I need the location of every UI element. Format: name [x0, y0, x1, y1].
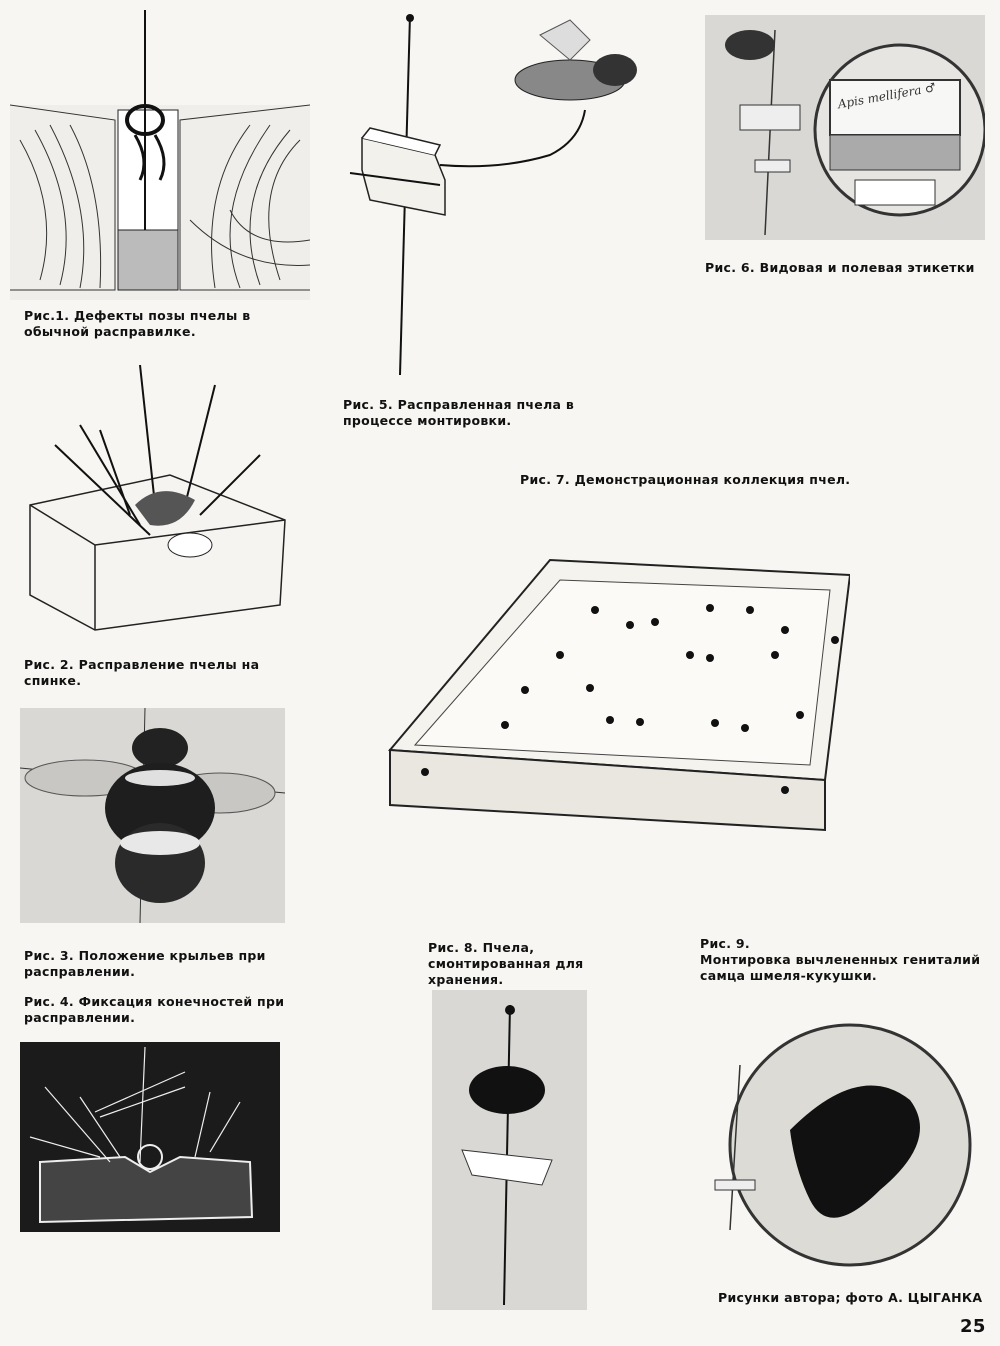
figure-8-drawing — [461, 1004, 553, 1306]
figure-9-photo — [700, 1020, 990, 1280]
figure-9-caption: Рис. 9. Монтировка вычлененных гениталий… — [700, 936, 981, 983]
figure-1-drawing — [10, 10, 310, 300]
figure-2-caption: Рис. 2. Расправление пчелы на спинке. — [24, 657, 260, 688]
figure-7-caption: Рис. 7. Демонстрационная коллекция пчел. — [520, 472, 851, 487]
figure-8-caption: Рис. 8. Пчела, смонтированная для хранен… — [428, 940, 584, 987]
figure-3-caption: Рис. 3. Положение крыльев при расправлен… — [24, 948, 266, 979]
figure-3-photo — [20, 708, 285, 923]
figure-1-caption: Рис.1. Дефекты позы пчелы в обычной расп… — [24, 308, 251, 339]
figure-5-drawing — [349, 14, 637, 376]
photo-credits: Рисунки автора; фото А. ЦЫГАНКА — [718, 1290, 983, 1305]
page-number: 25 — [960, 1316, 986, 1337]
figure-2-illustration — [20, 365, 290, 635]
figure-2-drawing — [29, 365, 286, 631]
figure-1-illustration — [10, 10, 310, 300]
figure-7-collection-box — [387, 558, 850, 832]
figure-6-caption: Рис. 6. Видовая и полевая этикетки — [705, 260, 975, 275]
figure-5-caption: Рис. 5. Расправленная пчела в процессе м… — [343, 397, 575, 428]
figure-8-photo — [432, 990, 587, 1310]
figure-6-drawing — [725, 29, 985, 236]
figure-5-illustration — [340, 10, 660, 380]
figure-6-photo: Apis mellifera ♂ — [705, 15, 985, 240]
figure-9-drawing — [714, 1023, 972, 1267]
figure-7-illustration — [385, 550, 850, 835]
figure-4-drawing — [29, 1046, 254, 1224]
figure-3-bumblebee — [20, 708, 285, 923]
figure-4-photo — [20, 1042, 280, 1232]
figure-4-caption: Рис. 4. Фиксация конечностей при расправ… — [24, 994, 285, 1025]
